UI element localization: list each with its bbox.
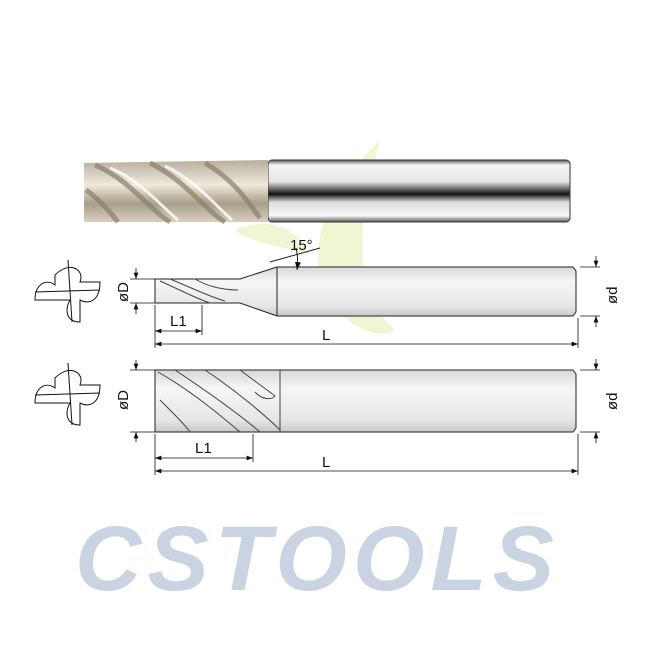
dimension-lines-bottom bbox=[130, 359, 600, 475]
shank-diameter-label-bottom: ød bbox=[604, 392, 621, 410]
angle-label: 15° bbox=[290, 237, 313, 254]
end-view-bottom bbox=[34, 362, 101, 426]
end-view-top bbox=[34, 259, 101, 323]
leaf-watermark-2 bbox=[235, 224, 310, 255]
diameter-label-top: øD bbox=[115, 282, 132, 302]
end-mill-photo bbox=[84, 159, 571, 225]
shank-diameter-label-top: ød bbox=[604, 286, 621, 304]
overall-length-label-top: L bbox=[322, 327, 330, 344]
diameter-label-bottom: øD bbox=[115, 390, 132, 410]
cstools-watermark: CSTOOLS bbox=[75, 508, 560, 610]
tool-drawing-bottom bbox=[154, 369, 577, 433]
overall-length-label-bottom: L bbox=[322, 454, 330, 471]
tool-drawing-top bbox=[154, 247, 577, 317]
dimension-lines-top bbox=[130, 256, 600, 348]
flute-length-label-bottom: L1 bbox=[195, 440, 212, 457]
flute-length-label-top: L1 bbox=[170, 313, 187, 330]
